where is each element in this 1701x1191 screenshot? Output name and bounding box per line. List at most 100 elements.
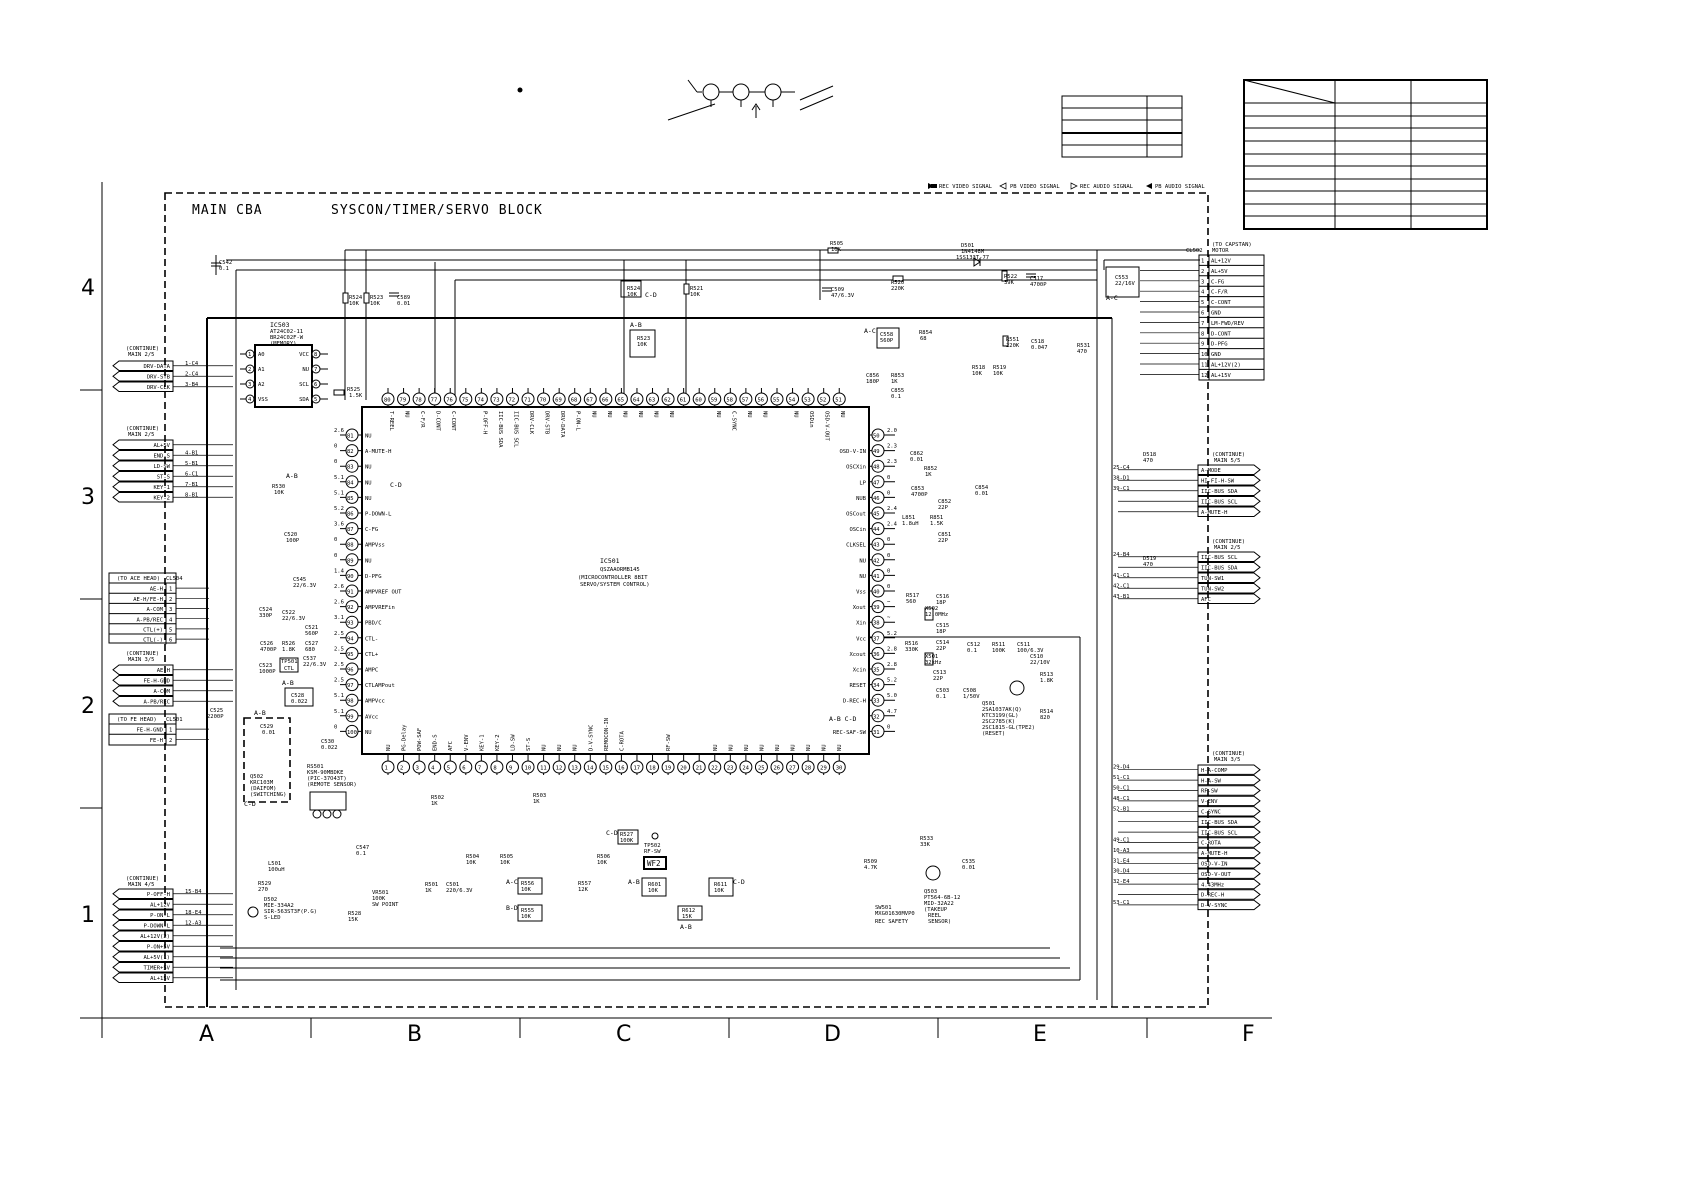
r526-ref: R526 bbox=[282, 641, 295, 647]
r531-val: 470 bbox=[1077, 349, 1087, 355]
c511-val: 100/6.3V bbox=[1017, 648, 1044, 654]
ic501-pin-voltage: 0 bbox=[334, 444, 337, 450]
r517-ref: R517 bbox=[906, 593, 919, 599]
d502-symbol bbox=[247, 906, 259, 918]
d501-ref: D501 bbox=[961, 243, 974, 249]
cl502-pin-number: 9 bbox=[1201, 342, 1204, 348]
r851-val: 1.5K bbox=[930, 521, 944, 527]
r520-ref: R520 bbox=[891, 280, 904, 286]
ic501-pin-voltage: 2.5 bbox=[334, 646, 344, 652]
ic501-pin-name: NU bbox=[806, 744, 812, 751]
ic501-pin-marker bbox=[345, 459, 359, 473]
ic501-pin-marker bbox=[692, 392, 706, 406]
q501-val5: (RESET) bbox=[982, 731, 1005, 737]
r522-ref: R522 bbox=[1004, 274, 1017, 280]
ic501-pin-number: 65 bbox=[617, 398, 624, 404]
connector-signal-label: A-MUTE-H bbox=[1201, 510, 1228, 516]
right-video-signals: H-A-COMP29-D4H-A-SW51-C1RF-SW50-C1V-ENV4… bbox=[1113, 764, 1261, 911]
r524b-ref: R524 bbox=[627, 286, 641, 292]
ic501-pin-number: 16 bbox=[618, 766, 625, 772]
ic501-pin-number: 97 bbox=[347, 683, 354, 689]
ic501-pin-marker bbox=[754, 760, 768, 774]
c521-ref: C521 bbox=[305, 625, 318, 631]
ic501-pin-name: AVcc bbox=[365, 714, 378, 720]
r527-ref: R527 bbox=[620, 832, 633, 838]
ic501-pin-number: 49 bbox=[873, 449, 880, 455]
left-connector-memory: (CONTINUE) MAIN 2/5 DRV-DATA1-C4DRV-STB2… bbox=[112, 346, 233, 392]
ic501-pin-number: 38 bbox=[873, 621, 880, 627]
ic501-pin-marker bbox=[459, 760, 473, 774]
c855-val: 0.1 bbox=[891, 394, 901, 400]
r521-ref: R521 bbox=[690, 286, 703, 292]
ic501-pin-marker bbox=[677, 760, 691, 774]
cd-marker-5: C-D bbox=[606, 829, 618, 837]
r505b-val: 10K bbox=[500, 860, 511, 866]
ic501-pin-voltage: 2.6 bbox=[334, 600, 344, 606]
cl502-pin-name: LM-FWD/REV bbox=[1211, 321, 1245, 327]
r529-val: 270 bbox=[258, 887, 268, 893]
ic501-pin-name: NU bbox=[822, 744, 828, 751]
ic501-pin-marker bbox=[614, 392, 628, 406]
ic501-pin-marker bbox=[583, 760, 597, 774]
r516-ref: R516 bbox=[905, 641, 918, 647]
r509-val: 4.7K bbox=[864, 865, 878, 871]
ic501-pin-marker bbox=[871, 537, 885, 551]
ic501-pin-name: NU bbox=[573, 744, 579, 751]
ic503-pin-number: 3 bbox=[248, 382, 251, 388]
left-connector-keys: (CONTINUE) MAIN 2/5 AL+5VEND-S4-B1LD-SW5… bbox=[112, 426, 233, 503]
ic501-pin-marker bbox=[871, 631, 885, 645]
ic501-pin-marker bbox=[871, 693, 885, 707]
connector-signal-label: IIC-BUS SDA bbox=[1201, 820, 1238, 826]
left-power-signals: P-OFF-H15-B4AL+12VP-ON-L18-E4P-DOWN-L12-… bbox=[112, 888, 233, 983]
ic501-pin-name: AMPC bbox=[365, 668, 378, 674]
ic501-pin-name: IIC-BUS SCL bbox=[512, 411, 518, 448]
ic501-pin-voltage: 0 bbox=[334, 459, 337, 465]
ic501-pin-name: NU bbox=[557, 744, 563, 751]
ic501-pin-marker bbox=[345, 724, 359, 738]
r526-val: 1.8K bbox=[282, 647, 296, 653]
ic501-pin-name: NU bbox=[365, 465, 372, 471]
c509-ref: C509 bbox=[831, 287, 844, 293]
r556-ref: R556 bbox=[521, 881, 534, 887]
connector-signal-label: IIC-BUS SDA bbox=[1201, 489, 1238, 495]
cl504-note: (TO ACE HEAD) bbox=[117, 576, 160, 582]
r519-val: 10K bbox=[993, 371, 1004, 377]
ic501-pin-name: P-ON-L bbox=[575, 411, 581, 432]
c528-val: 0.022 bbox=[291, 699, 308, 705]
ab-marker-1: A-B bbox=[286, 472, 298, 480]
c516-ref: C516 bbox=[936, 594, 949, 600]
ic501-pin-voltage: 0 bbox=[887, 724, 890, 730]
ic501-pin-name: NU bbox=[793, 411, 799, 418]
cl502-pin-number: 1 bbox=[1201, 259, 1204, 265]
ac-marker-1: A-C bbox=[864, 327, 876, 335]
connector-signal-label: AL+15V bbox=[150, 976, 171, 982]
c537-ref: C537 bbox=[303, 656, 316, 662]
header-decoration bbox=[517, 79, 1488, 230]
connector-pin-name: CTL(-) bbox=[143, 638, 163, 644]
rs501-val2: (PIC-37O43T) bbox=[307, 776, 347, 782]
ic501-pin-number: 62 bbox=[664, 398, 671, 404]
ic501-pin-marker bbox=[568, 760, 582, 774]
r522-val: 39K bbox=[1004, 280, 1015, 286]
col-label-a: A bbox=[199, 1022, 214, 1047]
left-audio-note2: MAIN 3/5 bbox=[128, 657, 155, 663]
r509-ref: R509 bbox=[864, 859, 877, 865]
ic501-pin-name: NU bbox=[837, 744, 843, 751]
ic501-pin-number: 72 bbox=[508, 398, 515, 404]
q502-val2: (DAIFOM) bbox=[250, 786, 277, 792]
ic501-pin-number: 79 bbox=[400, 398, 407, 404]
c514-ref: C514 bbox=[936, 640, 950, 646]
connector-pin-name: CTL(+) bbox=[143, 628, 163, 634]
ic501-pin-name: OSCout bbox=[846, 512, 866, 518]
ic501-pin-marker bbox=[832, 760, 846, 774]
ic501-pin-voltage: 0 bbox=[887, 568, 890, 574]
ic501-pin-number: 56 bbox=[757, 398, 764, 404]
ic501-pin-marker bbox=[630, 392, 644, 406]
ic501-pin-number: 44 bbox=[873, 527, 880, 533]
left-power-note2: MAIN 4/5 bbox=[128, 882, 155, 888]
r501-ref: R501 bbox=[425, 882, 438, 888]
legend-rec-audio: REC AUDIO SIGNAL bbox=[1080, 184, 1134, 190]
ic501-pin-marker bbox=[739, 392, 753, 406]
c523-ref: C523 bbox=[259, 663, 272, 669]
